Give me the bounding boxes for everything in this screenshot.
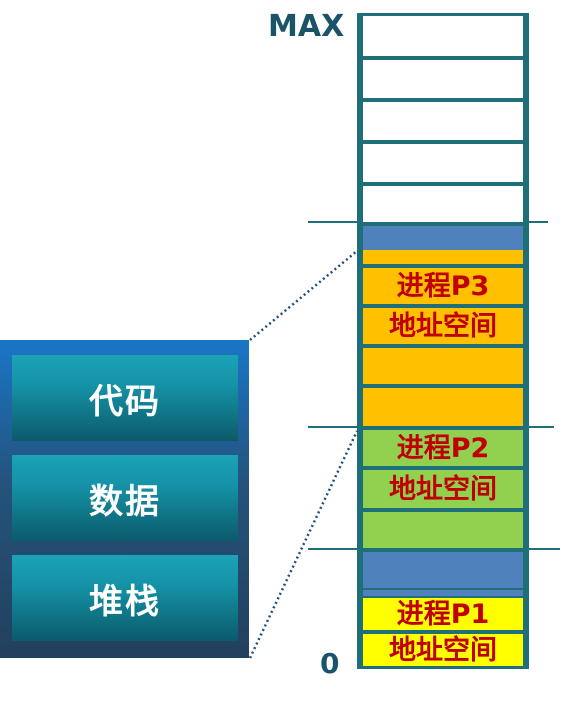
memory-column: 进程P3 地址空间 进程P2 地址空间 进程P1 地址空间 [357, 13, 529, 669]
p3-space-label: 地址空间 [363, 308, 523, 344]
p2-block [363, 512, 523, 548]
code-segment: 代码 [12, 355, 238, 441]
p3-stripe [363, 250, 523, 264]
free-block [363, 102, 523, 140]
p3-reserved-block [363, 226, 523, 250]
p1-reserved-block [363, 552, 523, 588]
projection-line-bottom [248, 430, 359, 659]
projection-line-top [249, 250, 358, 341]
p3-block [363, 388, 523, 426]
p1-stripe [363, 590, 523, 596]
free-block [363, 16, 523, 56]
p3-block [363, 348, 523, 384]
p3-name-label: 进程P3 [363, 268, 523, 304]
p1-name-label: 进程P1 [363, 598, 523, 630]
max-address-label: MAX [268, 9, 345, 44]
free-block [363, 186, 523, 222]
free-block [363, 60, 523, 98]
p2-space-label: 地址空间 [363, 470, 523, 508]
p2-name-label: 进程P2 [363, 430, 523, 466]
stack-segment: 堆栈 [12, 555, 238, 641]
data-segment: 数据 [12, 455, 238, 541]
zero-address-label: 0 [320, 647, 340, 680]
free-block [363, 144, 523, 182]
p1-space-label: 地址空间 [363, 634, 523, 666]
process-layout-panel: 代码 数据 堆栈 [0, 340, 249, 658]
